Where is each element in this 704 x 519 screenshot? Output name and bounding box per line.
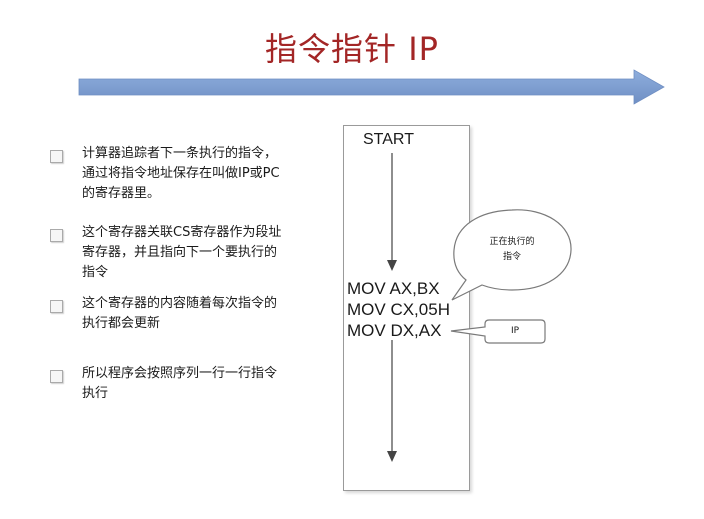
header-arrow xyxy=(78,69,665,105)
start-label: START xyxy=(363,131,414,148)
bullet-item: 这个寄存器的内容随着每次指令的 执行都会更新 xyxy=(50,294,300,334)
instruction-line: MOV AX,BX xyxy=(347,279,440,298)
ip-callout xyxy=(450,319,546,344)
checkbox-icon xyxy=(50,370,63,383)
instruction-line: MOV CX,05H xyxy=(347,300,450,319)
bullet-item: 计算器追踪者下一条执行的指令， 通过将指令地址保存在叫做IP或PC 的寄存器里。 xyxy=(50,144,300,204)
slide-title: 指令指针 IP xyxy=(265,30,439,68)
thought-bubble-text: 正在执行的 指令 xyxy=(489,237,535,262)
arrow-head-down-icon xyxy=(387,451,397,462)
instruction-panel xyxy=(343,125,470,491)
checkbox-icon xyxy=(50,300,63,313)
thought-bubble xyxy=(451,209,572,301)
arrow-head-down-icon xyxy=(387,260,397,271)
checkbox-icon xyxy=(50,150,63,163)
checkbox-icon xyxy=(50,229,63,242)
instruction-line: MOV DX,AX xyxy=(347,321,442,340)
bullet-item: 所以程序会按照序列一行一行指令 执行 xyxy=(50,364,300,404)
bullet-item: 这个寄存器关联CS寄存器作为段址 寄存器，并且指向下一个要执行的 指令 xyxy=(50,223,300,283)
ip-callout-text: IP xyxy=(510,326,520,336)
